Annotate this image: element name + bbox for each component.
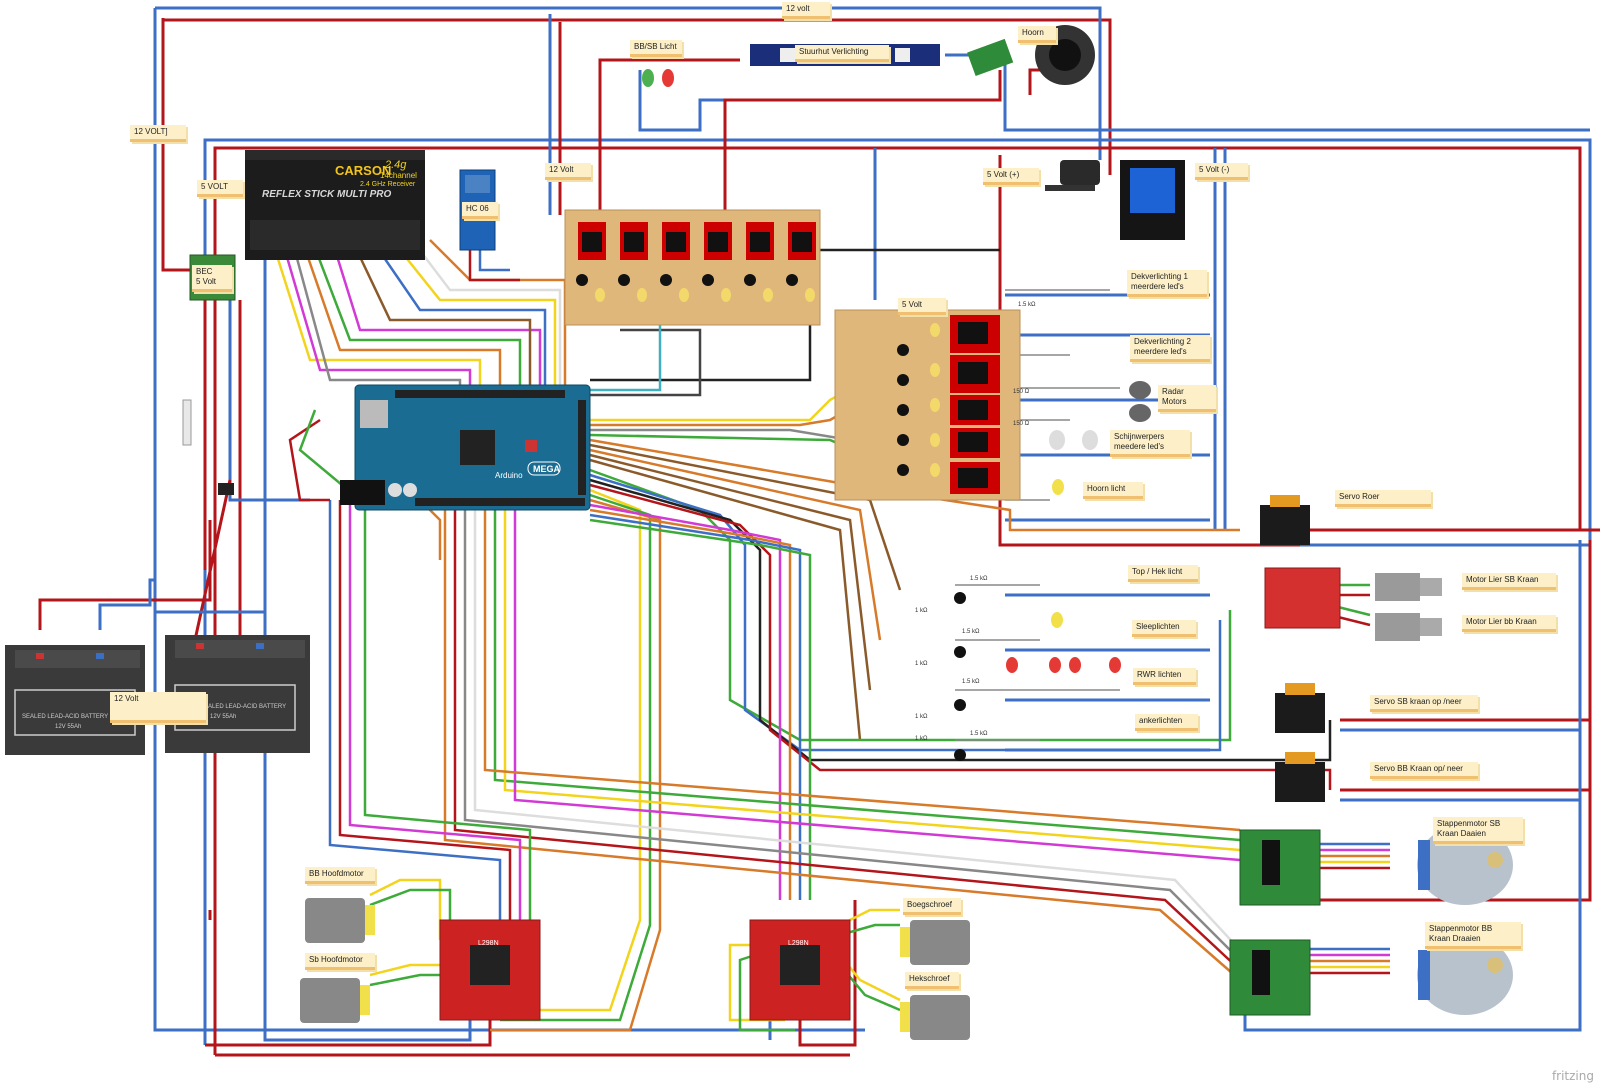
label-lierbb: Motor Lier bb Kraan: [1462, 615, 1556, 632]
res-label-1: 1.5 kΩ: [1018, 302, 1036, 308]
label-stapsb: Stappenmotor SB Kraan Daaien: [1433, 817, 1523, 844]
label-dek1: Dekverlichting 1 meerdere led's: [1127, 270, 1207, 297]
winch-driver: [1264, 567, 1442, 641]
bbsb-leds: [642, 69, 674, 87]
fuse-switch: [182, 399, 234, 495]
label-boeg: Boegschroef: [903, 898, 961, 915]
receiver-desc: 2.4 GHz Receiver: [360, 181, 416, 188]
label-12v-top: 12 volt: [782, 2, 830, 19]
label-radar: Radar Motors: [1158, 385, 1216, 412]
label-anker: ankerlichten: [1135, 714, 1198, 731]
battery1-text: SEALED LEAD-ACID BATTERY: [22, 714, 108, 720]
res-label-6: 1.5 kΩ: [962, 629, 980, 635]
label-5v-plus: 5 Volt (+): [983, 168, 1039, 185]
label-hek: Hekschroef: [905, 972, 959, 989]
horn-pump-icon: [1045, 160, 1100, 191]
label-5v-left: 5 VOLT: [197, 180, 243, 197]
label-dek2: Dekverlichting 2 meerdere led's: [1130, 335, 1210, 362]
label-sleep: Sleeplichten: [1132, 620, 1196, 637]
label-5v-board: 5 Volt: [898, 298, 946, 315]
label-liersb: Motor Lier SB Kraan: [1462, 573, 1556, 590]
arduino-mega: Arduino MEGA: [340, 384, 591, 511]
fritzing-watermark: fritzing: [1551, 1069, 1594, 1083]
res-label-3: 150 Ω: [1013, 421, 1030, 427]
res-label-11: 1 kΩ: [915, 736, 928, 742]
battery2-spec: 12V 55Ah: [210, 714, 236, 720]
label-5v-minus: 5 Volt (-): [1195, 163, 1248, 180]
battery1-spec: 12V 55Ah: [55, 724, 81, 730]
arduino-model: MEGA: [533, 464, 561, 474]
arduino-brand: Arduino: [495, 471, 523, 480]
relay-board-5v: [834, 309, 1021, 501]
label-stapbb: Stappenmotor BB Kraan Draaien: [1425, 922, 1521, 949]
res-label-7: 1 kΩ: [915, 661, 928, 667]
label-hc06: HC 06: [462, 202, 498, 219]
label-hoorn: Hoorn: [1018, 26, 1056, 43]
l298n-label-2: L298N: [788, 940, 809, 947]
label-sbhoofd: Sb Hoofdmotor: [305, 953, 375, 970]
resistor-labels: 1.5 kΩ 150 Ω 150 Ω 1.5 kΩ 1 kΩ 1.5 kΩ 1 …: [915, 302, 1036, 742]
label-hoornlicht: Hoorn licht: [1083, 482, 1143, 499]
l298n-drivers: L298N L298N: [439, 919, 851, 1021]
label-bbhoofd: BB Hoofdmotor: [305, 867, 375, 884]
stepper-drivers: [1229, 825, 1513, 1016]
signal-wires: [270, 239, 1390, 1032]
label-schijn: Schijnwerpers meedere led's: [1110, 430, 1190, 457]
label-servobb: Servo BB Kraan op/ neer: [1370, 762, 1478, 779]
receiver-freq: 2.4g: [384, 159, 407, 171]
receiver-model: REFLEX STICK MULTI PRO: [262, 189, 391, 200]
battery2-text: SEALED LEAD-ACID BATTERY: [200, 704, 286, 710]
relay-board-12v: [564, 209, 821, 326]
servos: [1260, 495, 1325, 802]
label-rwr: RWR lichten: [1133, 668, 1196, 685]
res-label-4: 1.5 kΩ: [970, 576, 988, 582]
res-label-2: 150 Ω: [1013, 389, 1030, 395]
label-servosb: Servo SB kraan op /neer: [1370, 695, 1478, 712]
relay-module: [1045, 160, 1185, 240]
res-label-9: 1 kΩ: [915, 714, 928, 720]
label-servoroer: Servo Roer: [1335, 490, 1431, 507]
res-label-10: 1.5 kΩ: [970, 731, 988, 737]
label-12v-mid: 12 Volt: [545, 163, 591, 180]
receiver-brand: CARSON: [335, 163, 391, 178]
rc-receiver: CARSON 2.4g 14channel 2.4 GHz Receiver R…: [245, 150, 425, 260]
label-stuurhut: Stuurhut Verlichting: [795, 45, 889, 62]
receiver-channels: 14channel: [380, 171, 417, 180]
res-label-8: 1.5 kΩ: [962, 679, 980, 685]
res-label-5: 1 kΩ: [915, 608, 928, 614]
l298n-label-1: L298N: [478, 940, 499, 947]
main-motors: [300, 898, 970, 1040]
label-tophek: Top / Hek licht: [1128, 565, 1198, 582]
power-wires: [38, 6, 1600, 1057]
label-battery: 12 Volt: [110, 692, 206, 723]
label-bbsb: BB/SB Licht: [630, 40, 682, 57]
light-leds: [954, 381, 1151, 761]
label-bec: BEC 5 Volt: [192, 265, 232, 292]
label-12v-left: 12 VOLT]: [130, 125, 186, 142]
